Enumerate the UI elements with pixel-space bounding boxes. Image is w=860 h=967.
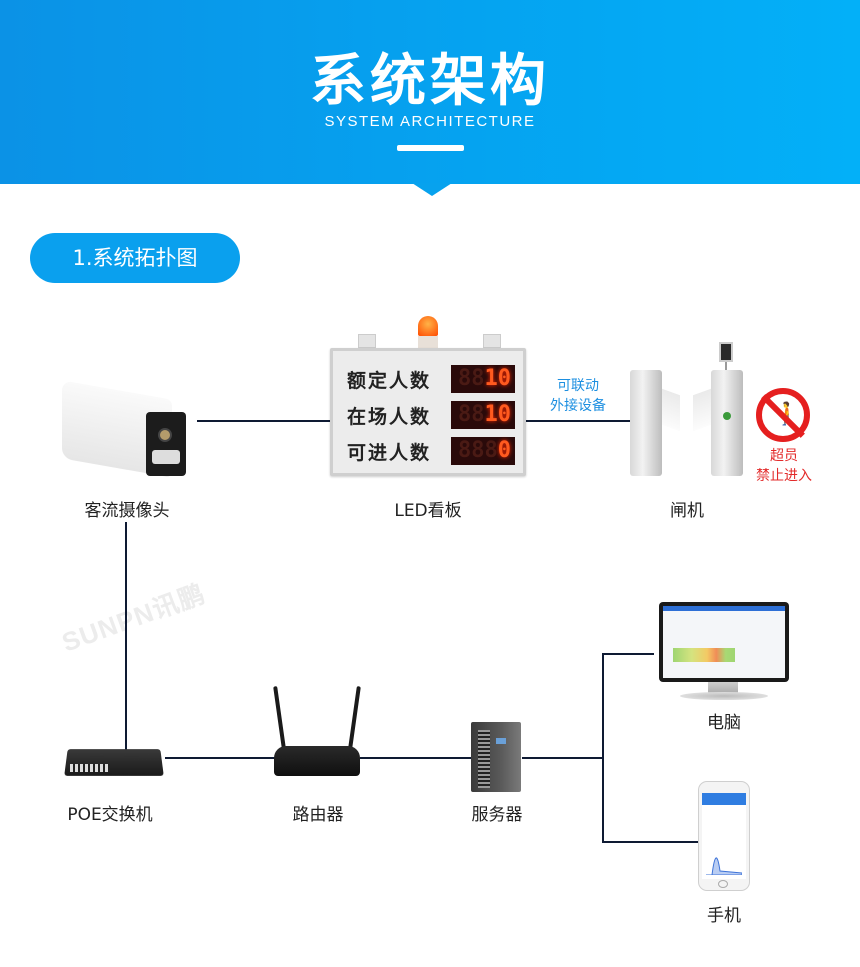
line-router-server	[360, 757, 472, 759]
over-capacity-note: 超员 禁止进入	[756, 448, 812, 484]
camera-label: 客流摄像头	[84, 501, 170, 521]
line-camera-led	[197, 420, 330, 422]
alarm-beacon-icon	[418, 316, 438, 348]
led-board-label: LED看板	[394, 501, 462, 521]
phone-chart-icon	[706, 857, 742, 875]
led-digits: 8810	[451, 365, 515, 393]
led-board-icon: 额定人数 8810 在场人数 8810 可进人数 8880	[330, 348, 526, 476]
section-heading: 1.系统拓扑图	[30, 233, 240, 283]
phone-label: 手机	[707, 906, 741, 926]
gate-link-note: 可联动 外接设备	[550, 378, 606, 414]
line-led-gate	[526, 420, 630, 422]
watermark: SUNPN讯鹏	[57, 578, 210, 658]
switch-ports	[70, 764, 110, 772]
line-switch-router	[165, 757, 277, 759]
no-entry-icon: 🚶	[756, 388, 810, 442]
title-underline	[397, 145, 464, 151]
line-server-hub	[522, 757, 604, 759]
line-camera-switch	[125, 522, 127, 750]
led-row-label: 额定人数	[347, 369, 432, 392]
server-grill	[478, 730, 490, 788]
server-display	[496, 738, 506, 744]
led-row-label: 在场人数	[347, 405, 432, 428]
line-hub-computer	[602, 653, 654, 655]
mount-bracket-icon	[358, 334, 376, 348]
router-label: 路由器	[292, 805, 344, 825]
server-label: 服务器	[471, 805, 523, 825]
phone-screen	[702, 793, 746, 879]
mount-bracket-icon	[483, 334, 501, 348]
led-row-available: 可进人数 8880	[347, 437, 515, 465]
led-row-rated: 额定人数 8810	[347, 365, 515, 393]
led-digits: 8810	[451, 401, 515, 429]
led-digits: 8880	[451, 437, 515, 465]
led-row-present: 在场人数 8810	[347, 401, 515, 429]
monitor-icon	[659, 602, 789, 682]
gate-label: 闸机	[670, 501, 704, 521]
header-pointer-icon	[412, 183, 452, 196]
phone-home-button	[718, 880, 728, 888]
page-subtitle: SYSTEM ARCHITECTURE	[324, 113, 536, 130]
page-header: 系统架构 SYSTEM ARCHITECTURE	[0, 0, 860, 184]
line-hub-phone	[602, 841, 698, 843]
monitor-stand	[708, 682, 738, 694]
poe-switch-label: POE交换机	[67, 805, 153, 825]
line-hub-vertical	[602, 653, 604, 843]
page-title: 系统架构	[310, 49, 550, 114]
monitor-base	[680, 692, 768, 700]
computer-label: 电脑	[707, 713, 741, 733]
router-icon	[274, 746, 360, 776]
led-row-label: 可进人数	[347, 441, 432, 464]
